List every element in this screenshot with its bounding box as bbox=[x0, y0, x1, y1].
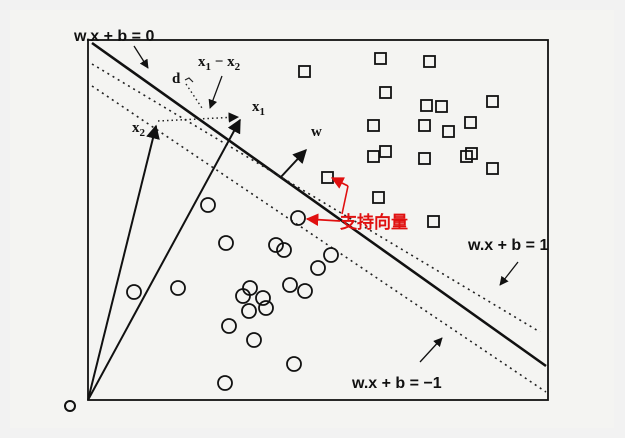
plot-frame bbox=[87, 39, 549, 401]
square-marker-icon bbox=[420, 99, 433, 112]
circle-marker-icon bbox=[258, 300, 274, 316]
circle-marker-icon bbox=[217, 375, 233, 391]
hyperplane-line bbox=[91, 41, 547, 368]
w-label: w bbox=[311, 124, 322, 140]
square-marker-icon bbox=[464, 116, 477, 129]
negative-class-points bbox=[126, 197, 339, 391]
circle-marker-icon bbox=[297, 283, 313, 299]
x2-vector-arrow bbox=[87, 124, 160, 401]
support-vector-arrow-upper bbox=[330, 177, 349, 189]
circle-marker-icon bbox=[323, 247, 339, 263]
circle-marker-icon bbox=[246, 332, 262, 348]
circle-marker-icon bbox=[290, 210, 306, 226]
lower-margin-pointer-arrow bbox=[419, 337, 443, 363]
x1-minus-x2-pointer-arrow bbox=[208, 75, 223, 109]
upper-margin-pointer-arrow bbox=[499, 261, 519, 286]
circle-marker-icon bbox=[218, 235, 234, 251]
circle-marker-icon bbox=[241, 303, 257, 319]
square-marker-icon bbox=[367, 150, 380, 163]
square-marker-icon bbox=[442, 125, 455, 138]
circle-marker-icon bbox=[255, 290, 271, 306]
x1-vector-arrow bbox=[87, 118, 241, 401]
lower-margin-line bbox=[91, 85, 547, 393]
circle-marker-icon bbox=[286, 356, 302, 372]
hyperplane-equation-label: w.x + b = 0 bbox=[73, 28, 154, 45]
square-marker-icon bbox=[298, 65, 311, 78]
square-marker-icon bbox=[427, 215, 440, 228]
circle-marker-icon bbox=[200, 197, 216, 213]
support-vector-arrow-lower bbox=[305, 213, 341, 226]
x2-label: x2 bbox=[132, 120, 146, 139]
d-distance-marker bbox=[185, 83, 203, 109]
square-marker-icon bbox=[379, 145, 392, 158]
circle-marker-icon bbox=[310, 260, 326, 276]
upper-margin-equation-label: w.x + b = 1 bbox=[467, 237, 548, 254]
square-marker-icon bbox=[374, 52, 387, 65]
d-label: d bbox=[172, 71, 181, 87]
circle-marker-icon bbox=[235, 288, 251, 304]
lower-margin-equation-label: w.x + b = −1 bbox=[351, 375, 442, 392]
w-normal-vector-arrow bbox=[279, 148, 307, 179]
square-marker-icon bbox=[418, 152, 431, 165]
square-marker-icon bbox=[379, 86, 392, 99]
circle-marker-icon bbox=[126, 284, 142, 300]
circle-marker-icon bbox=[170, 280, 186, 296]
x1-label: x1 bbox=[252, 99, 265, 118]
square-marker-icon bbox=[372, 191, 385, 204]
circle-marker-icon bbox=[282, 277, 298, 293]
circle-marker-icon bbox=[221, 318, 237, 334]
square-marker-icon bbox=[465, 147, 478, 160]
circle-marker-icon bbox=[268, 237, 284, 253]
square-marker-icon bbox=[367, 119, 380, 132]
origin-marker bbox=[64, 400, 76, 412]
square-marker-icon bbox=[486, 162, 499, 175]
square-marker-icon bbox=[418, 119, 431, 132]
support-vector-label: 支持向量 bbox=[340, 212, 408, 233]
d-tick-top bbox=[184, 77, 194, 83]
positive-class-points bbox=[298, 52, 499, 228]
support-vector-connector bbox=[341, 185, 349, 215]
x1-minus-x2-label: x1 − x2 bbox=[198, 54, 241, 73]
square-marker-icon bbox=[486, 95, 499, 108]
square-marker-icon bbox=[435, 100, 448, 113]
circle-marker-icon bbox=[276, 242, 292, 258]
hyperplane-pointer-arrow bbox=[133, 45, 149, 69]
square-marker-icon bbox=[423, 55, 436, 68]
